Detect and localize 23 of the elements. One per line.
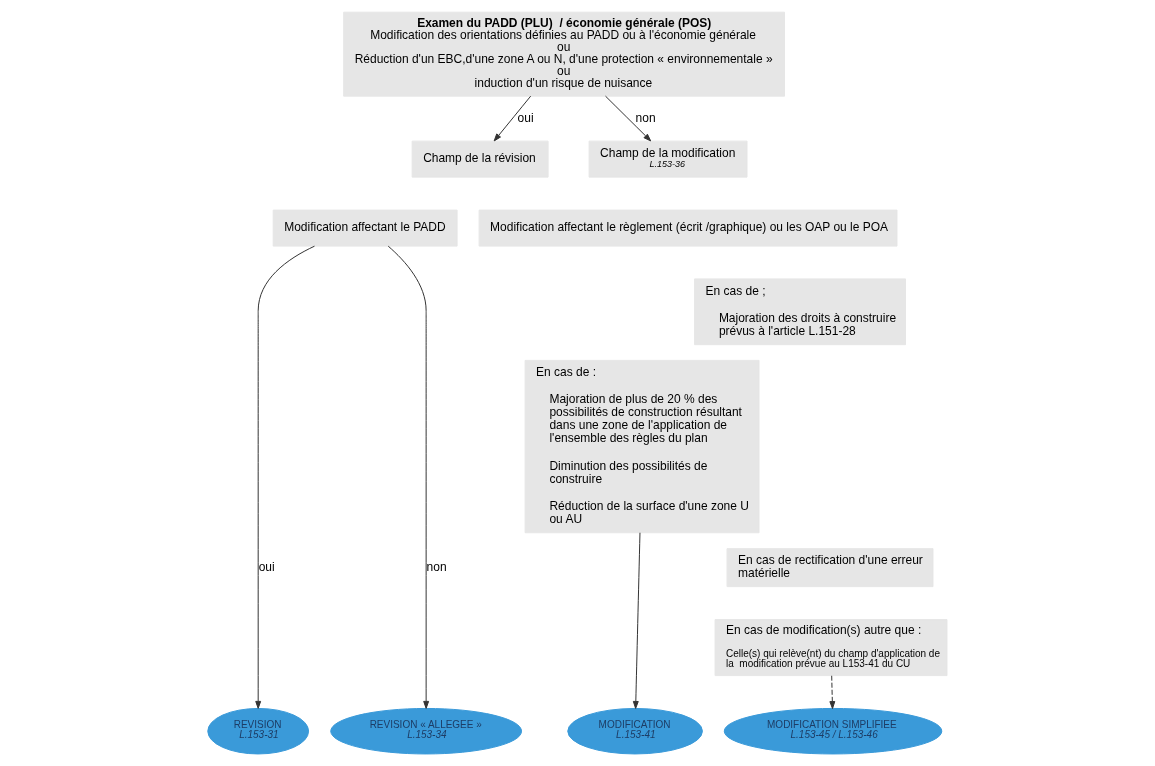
node-box: En cas de rectification d'une erreur matérielle [726, 548, 934, 588]
node-ellipse: REVISION L.153-31 [207, 707, 310, 755]
node-ellipse: MODIFICATION L.153-41 [567, 707, 703, 755]
arrow [387, 245, 430, 709]
arrow [255, 245, 315, 709]
node-ellipse: REVISION « ALLEGEE » L.153-34 [330, 707, 523, 755]
edge-label: oui [258, 559, 275, 574]
node-box: En cas de : Majoration de plus de 20 % des possibilités de construction résultant dans une zone de l'application de l'ensemble des règles du plan Diminution des possibilités de construire Réduction de la surface d'une zone U ou AU [524, 359, 760, 534]
node-box: Modification affectant le règlement (écrit /graphique) ou les OAP ou le POA [478, 209, 898, 247]
node-box: En cas de modification(s) autre que : Celle(s) qui relève(nt) du champ d'application de la modification prévue au L153-41 du CU [714, 619, 948, 677]
node-box: Modification affectant le PADD [272, 209, 458, 247]
node-box: Champ de la modification L.153-36 [588, 140, 748, 178]
edge-label: non [426, 559, 447, 574]
node-box: En cas de ; Majoration des droits à construire prévus à l'article L.151-28 [694, 278, 906, 346]
arrow [605, 95, 652, 142]
arrow [493, 95, 532, 142]
node-box: Champ de la révision [411, 140, 549, 178]
arrow [829, 675, 836, 710]
edge-label: non [635, 110, 656, 125]
node-ellipse: MODIFICATION SIMPLIFIEE L.153-45 / L.153-46 [723, 707, 943, 755]
node-box: Examen du PADD (PLU) / économie générale (POS) Modification des orientations définies au PADD ou à l'économie générale ou Réduction d'un EBC,d'une zone A ou N, d'une protection « environnementale » ou induction d'un risque de nuisance [343, 11, 786, 97]
edge-label: oui [517, 110, 534, 125]
arrow [632, 532, 641, 709]
